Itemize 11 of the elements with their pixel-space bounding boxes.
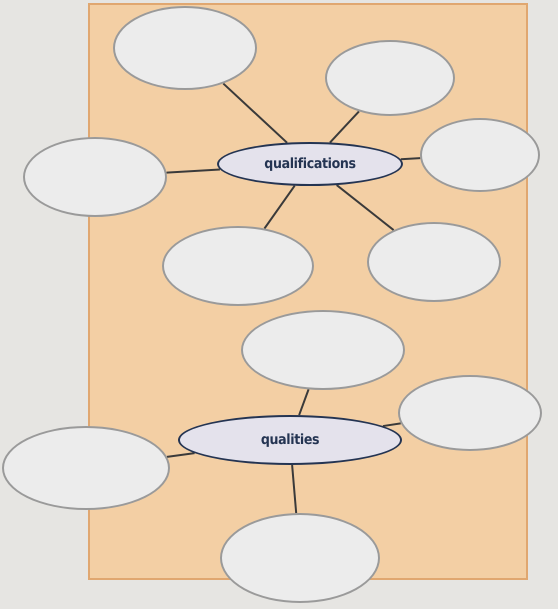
connector-line <box>298 389 310 416</box>
connector-line <box>329 110 360 144</box>
connector-line <box>222 82 288 144</box>
connector-line <box>336 184 394 231</box>
connector-line <box>166 452 195 458</box>
topic-label: qualifications <box>264 154 356 174</box>
connector-line <box>400 157 420 160</box>
connector-line <box>166 168 220 174</box>
connector-line <box>382 422 401 428</box>
topic-label: qualities <box>260 430 320 450</box>
connector-line <box>291 464 298 514</box>
